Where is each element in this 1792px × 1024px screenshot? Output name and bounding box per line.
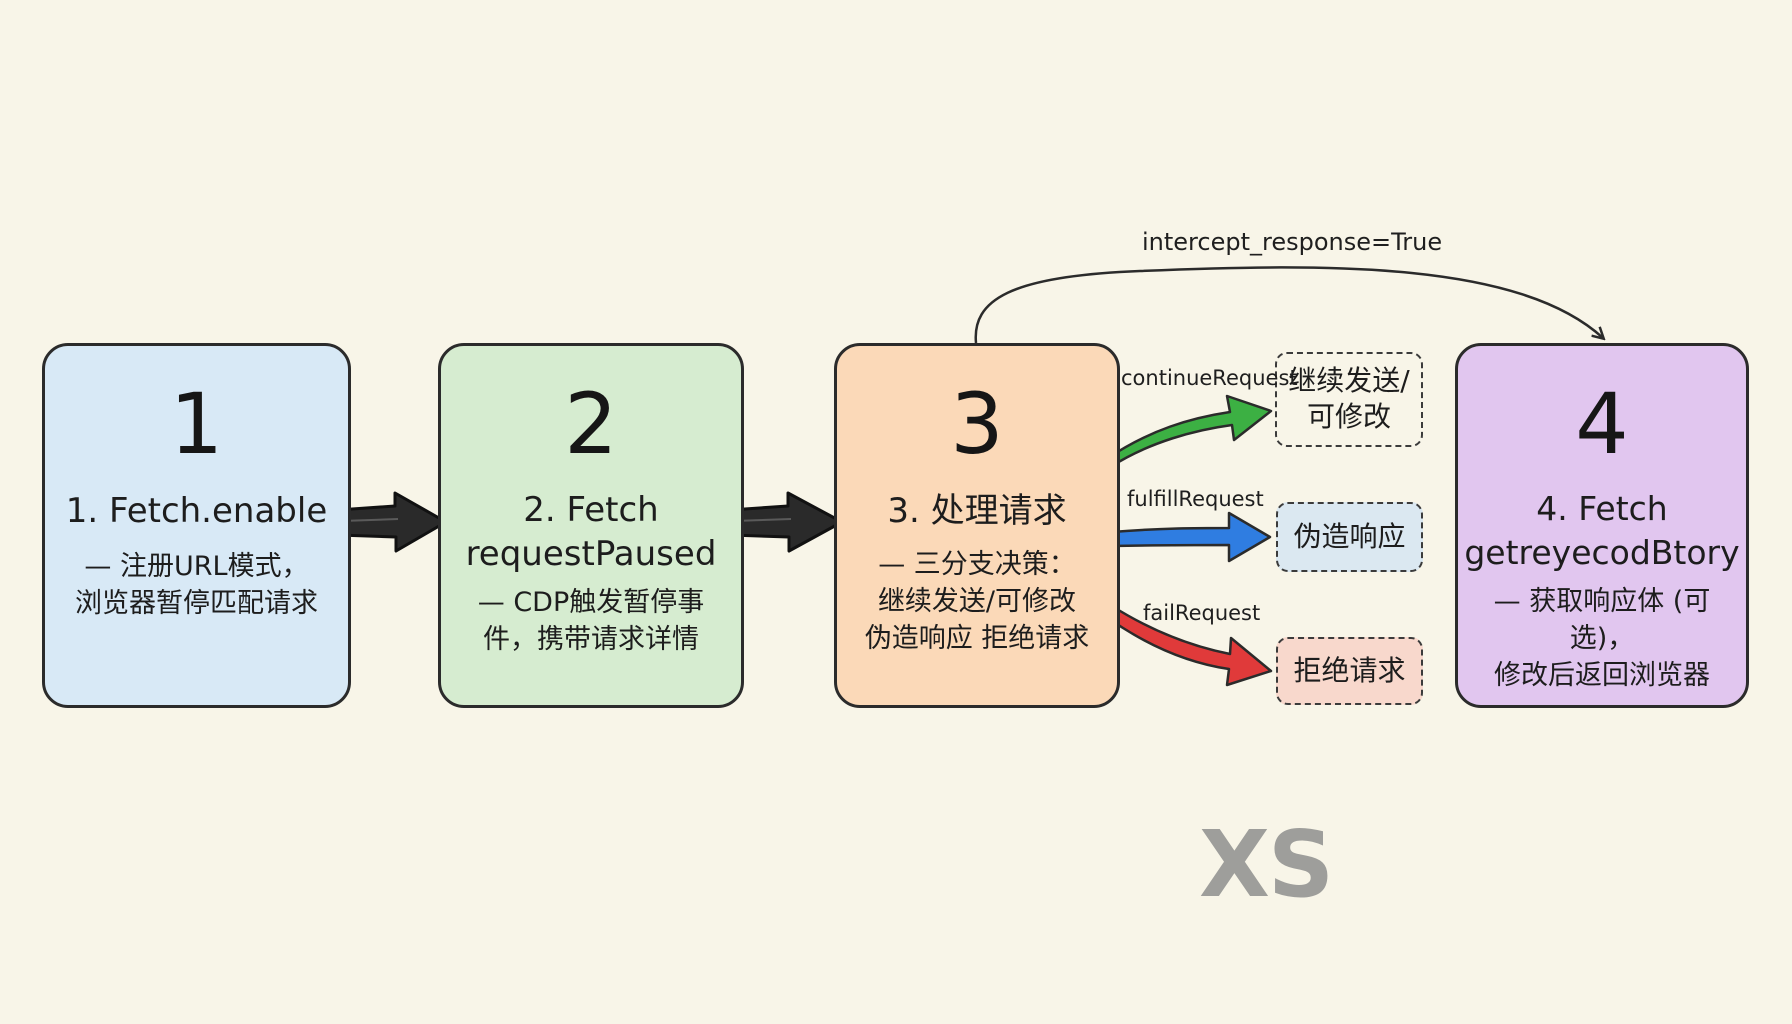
step-1-number: 1 bbox=[169, 375, 224, 473]
step-2-title: 2. Fetch requestPaused bbox=[465, 490, 717, 574]
label-fail-request: failRequest bbox=[1143, 601, 1261, 625]
arrow-intercept-response bbox=[974, 266, 1603, 344]
step-1-box: 1 1. Fetch.enable — 注册URL模式， 浏览器暂停匹配请求 bbox=[42, 343, 351, 708]
step-3-number: 3 bbox=[950, 375, 1004, 473]
step-4-title: 4. Fetch getreyecodBtory bbox=[1464, 489, 1740, 572]
step-2-box: 2 2. Fetch requestPaused — CDP触发暂停事 件，携带… bbox=[438, 343, 744, 708]
label-continue-request: continueRequest bbox=[1121, 366, 1298, 390]
outcome-continue-box: 继续发送/ 可修改 bbox=[1275, 352, 1423, 447]
label-intercept-response: intercept_response=True bbox=[1142, 228, 1443, 256]
step-3-description: — 三分支决策： 继续发送/可修改 伪造响应 拒绝请求 bbox=[864, 549, 1090, 654]
label-fulfill-request: fulfillRequest bbox=[1127, 487, 1264, 511]
step-1-title: 1. Fetch.enable bbox=[65, 491, 328, 531]
outcome-fulfill-box: 伪造响应 bbox=[1276, 502, 1423, 572]
step-2-description: — CDP触发暂停事 件，携带请求详情 bbox=[477, 587, 705, 655]
step-1-description: — 注册URL模式， 浏览器暂停匹配请求 bbox=[75, 551, 318, 619]
arrow-step2-to-step3 bbox=[728, 491, 844, 553]
arrow-continue-request bbox=[1106, 394, 1273, 468]
step-4-box: 4 4. Fetch getreyecodBtory — 获取响应体 (可选)，… bbox=[1455, 343, 1749, 708]
step-3-box: 3 3. 处理请求 — 三分支决策： 继续发送/可修改 伪造响应 拒绝请求 bbox=[834, 343, 1120, 708]
watermark-text: XS bbox=[1199, 811, 1334, 918]
arrow-fulfill-request bbox=[1110, 511, 1272, 563]
step-2-number: 2 bbox=[564, 375, 618, 473]
outcome-fail-box: 拒绝请求 bbox=[1276, 637, 1423, 705]
arrow-step1-to-step2 bbox=[336, 491, 448, 553]
step-3-title: 3. 处理请求 bbox=[887, 491, 1067, 531]
step-4-description: — 获取响应体 (可选)， 修改后返回浏览器 bbox=[1493, 586, 1711, 691]
step-4-number: 4 bbox=[1575, 375, 1629, 473]
